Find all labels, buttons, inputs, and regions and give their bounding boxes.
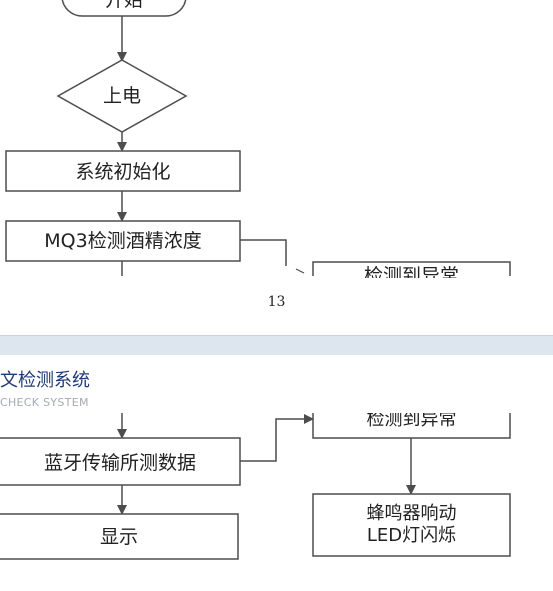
flowchart-top <box>5 0 511 276</box>
start-label: 开始 <box>104 0 143 11</box>
page-header-title: 文检测系统 <box>0 370 90 391</box>
anomaly-node-top <box>312 261 511 276</box>
alarm-label: 蜂鸣器响动 LED灯闪烁 <box>313 496 510 554</box>
display-node <box>0 513 239 560</box>
page-bottom <box>0 355 553 591</box>
anomaly-label-bottom-cut: 检测到异常 <box>366 409 457 430</box>
alarm-label-line1: 蜂鸣器响动 <box>366 503 457 524</box>
anomaly-label-top-cut: 检测到异常 <box>363 265 459 287</box>
page-top: 开始 上电 系统初始化 MQ3检测酒精浓度 检测到异常 13 <box>5 0 511 310</box>
power-label: 上电 <box>102 85 141 107</box>
bluetooth-label: 蓝牙传输所测数据 <box>43 452 196 474</box>
init-label: 系统初始化 <box>75 161 171 183</box>
connector-arrow-stub <box>295 268 305 274</box>
bluetooth-node <box>0 437 241 486</box>
page-header-subtitle: CHECK SYSTEM <box>0 396 89 409</box>
detect-node <box>5 220 241 262</box>
detect-label: MQ3检测酒精浓度 <box>44 230 202 252</box>
init-node <box>5 150 241 192</box>
start-node <box>61 0 187 17</box>
alarm-label-line2: LED灯闪烁 <box>366 525 457 546</box>
alarm-node <box>312 493 511 557</box>
display-label: 显示 <box>99 526 138 548</box>
connector-detect-anomaly <box>240 239 287 266</box>
connector-bluetooth-anomaly <box>240 414 314 462</box>
flowchart-bottom <box>0 413 511 560</box>
page-separator <box>0 335 553 355</box>
page-number: 13 <box>267 294 286 310</box>
